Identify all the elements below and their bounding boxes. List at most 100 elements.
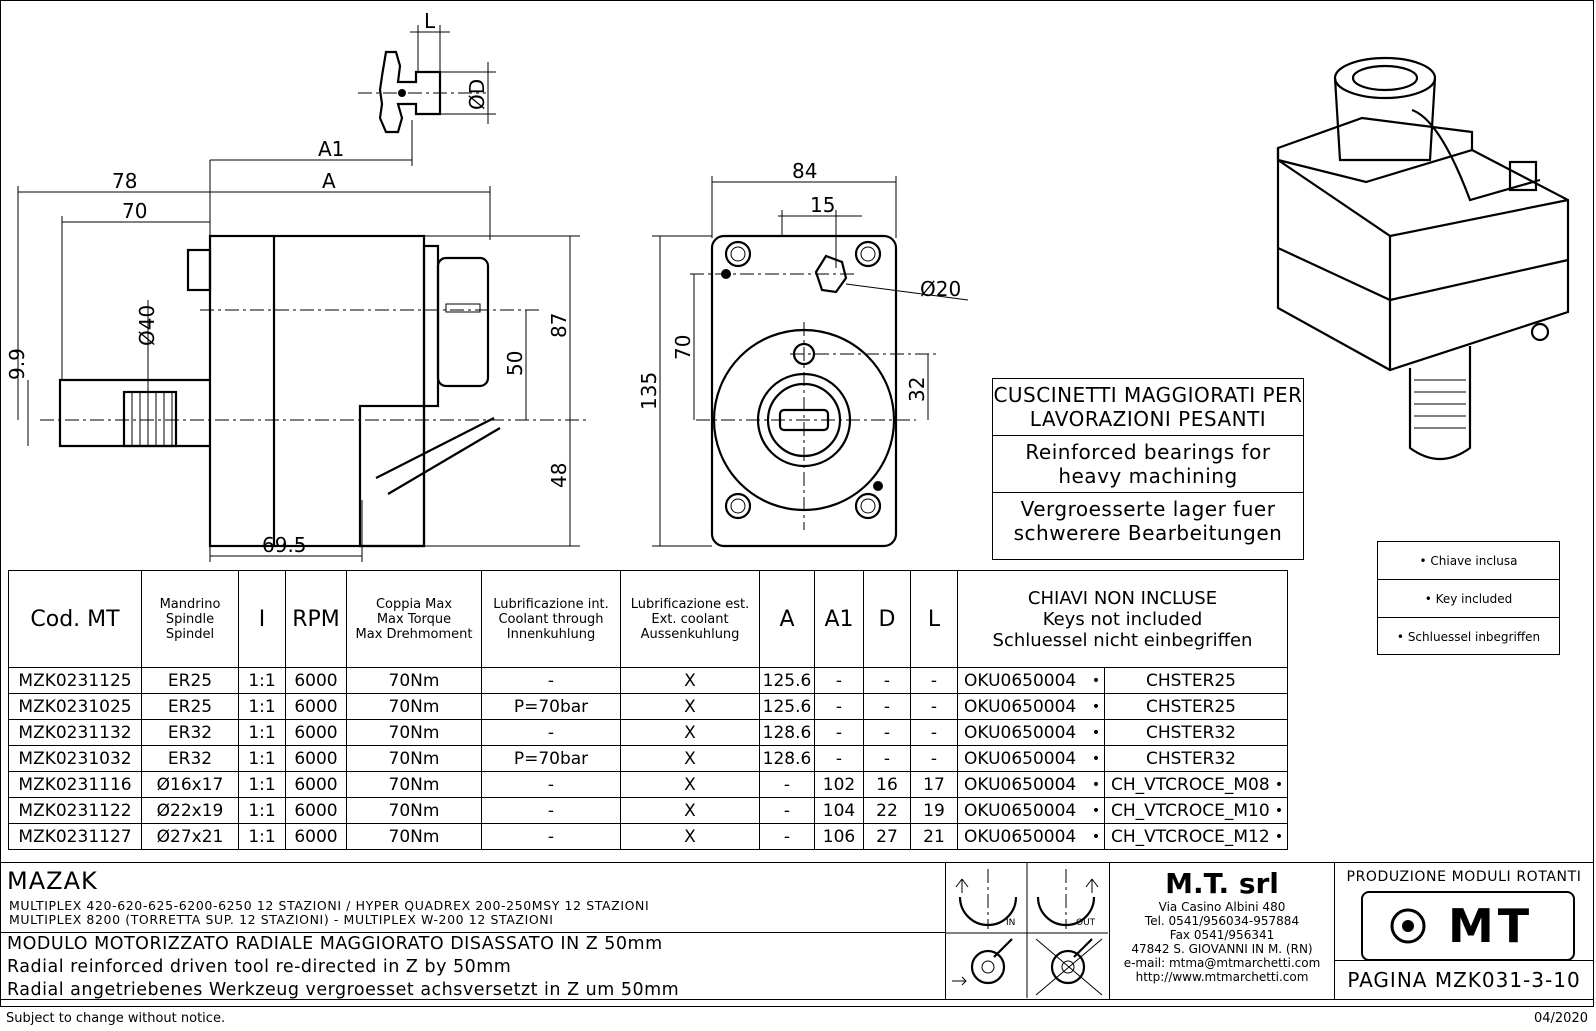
- cell-key2-included: [1271, 745, 1288, 772]
- svg-text:IN: IN: [1006, 918, 1015, 928]
- cell-key1-included: •: [1088, 823, 1105, 850]
- dim-A1: A1: [318, 137, 344, 161]
- cell-cod: MZK0231125: [8, 667, 142, 694]
- mount-in-icon: [952, 938, 1013, 986]
- cell-lub-int: -: [481, 771, 621, 798]
- legend-english: • Key included: [1378, 580, 1559, 618]
- cell-a: 128.6: [759, 719, 815, 746]
- cell-l: -: [910, 667, 958, 694]
- cell-lub-ext: X: [620, 719, 760, 746]
- legend-italian: • Chiave inclusa: [1378, 542, 1559, 580]
- dim-15: 15: [810, 193, 835, 217]
- cell-key1-included: •: [1088, 771, 1105, 798]
- cell-a: 128.6: [759, 745, 815, 772]
- cell-key2-included: [1271, 719, 1288, 746]
- cell-spindle: ER32: [141, 745, 239, 772]
- cell-key1: OKU0650004: [957, 771, 1088, 798]
- cell-d: 27: [863, 823, 911, 850]
- cell-a1: 102: [814, 771, 864, 798]
- cell-a: -: [759, 771, 815, 798]
- dim-135: 135: [637, 372, 661, 410]
- dim-32: 32: [905, 377, 929, 402]
- cell-spindle: ER25: [141, 693, 239, 720]
- cell-d: -: [863, 745, 911, 772]
- cell-i: 1:1: [238, 771, 286, 798]
- cell-a: -: [759, 823, 815, 850]
- cell-key1-included: •: [1088, 667, 1105, 694]
- cell-rpm: 6000: [285, 667, 347, 694]
- cell-torque: 70Nm: [346, 771, 482, 798]
- footer-notice: Subject to change without notice.: [6, 1011, 226, 1026]
- cell-a: -: [759, 797, 815, 824]
- cell-torque: 70Nm: [346, 745, 482, 772]
- production-heading: PRODUZIONE MODULI ROTANTI: [1346, 869, 1582, 885]
- cell-key2: CH_VTCROCE_M08: [1104, 771, 1271, 798]
- dim-D: ØD: [465, 79, 489, 110]
- cell-spindle: Ø16x17: [141, 771, 239, 798]
- mt-logo: MT: [1361, 891, 1575, 961]
- cell-cod: MZK0231132: [8, 719, 142, 746]
- cell-key2: CH_VTCROCE_M12: [1104, 823, 1271, 850]
- dim-9-9: 9.9: [5, 348, 29, 380]
- svg-text:MT: MT: [1448, 899, 1533, 953]
- cell-torque: 70Nm: [346, 797, 482, 824]
- header-a1: A1: [814, 570, 864, 668]
- cell-i: 1:1: [238, 823, 286, 850]
- cell-lub-ext: X: [620, 667, 760, 694]
- cell-key2-included: [1271, 693, 1288, 720]
- company-fax: Fax 0541/956341: [1169, 928, 1275, 942]
- header-rpm: RPM: [285, 570, 347, 668]
- cell-spindle: ER32: [141, 719, 239, 746]
- cell-spindle: ER25: [141, 667, 239, 694]
- front-view: 84 15 Ø20 135 70 32: [637, 159, 969, 548]
- cell-l: -: [910, 719, 958, 746]
- header-d: D: [863, 570, 911, 668]
- dim-87: 87: [547, 313, 571, 338]
- cell-d: 22: [863, 797, 911, 824]
- header-ratio: I: [238, 570, 286, 668]
- cell-torque: 70Nm: [346, 823, 482, 850]
- mt-logo-graphic: MT: [1390, 899, 1533, 953]
- drawing-frame: [0, 0, 1594, 1007]
- cell-i: 1:1: [238, 693, 286, 720]
- company-block: M.T. srl Via Casino Albini 480 Tel. 0541…: [1109, 862, 1335, 1000]
- cell-lub-ext: X: [620, 771, 760, 798]
- cell-l: 17: [910, 771, 958, 798]
- cell-lub-int: P=70bar: [481, 745, 621, 772]
- company-tel: Tel. 0541/956034-957884: [1144, 914, 1300, 928]
- cell-key2-included: [1271, 667, 1288, 694]
- cell-spindle: Ø22x19: [141, 797, 239, 824]
- cell-l: -: [910, 745, 958, 772]
- tool-detail-view: L ØD: [358, 9, 496, 134]
- cell-torque: 70Nm: [346, 667, 482, 694]
- rotation-diagram: IN OUT: [946, 863, 1108, 998]
- cell-a1: -: [814, 693, 864, 720]
- cell-a1: 104: [814, 797, 864, 824]
- cell-lub-ext: X: [620, 797, 760, 824]
- description: MODULO MOTORIZZATO RADIALE MAGGIORATO DI…: [1, 932, 945, 1002]
- technical-drawing: L ØD A1 A 78 70: [5, 9, 1570, 562]
- key-legend: • Chiave inclusa • Key included • Schlue…: [1377, 541, 1560, 655]
- cell-l: -: [910, 693, 958, 720]
- cell-key2-included: •: [1271, 797, 1288, 824]
- cell-key2-included: •: [1271, 771, 1288, 798]
- cell-key1: OKU0650004: [957, 693, 1088, 720]
- cell-key1: OKU0650004: [957, 667, 1088, 694]
- cell-d: 16: [863, 771, 911, 798]
- svg-text:OUT: OUT: [1076, 918, 1096, 928]
- cell-a1: 106: [814, 823, 864, 850]
- rotation-block: IN OUT: [945, 862, 1110, 1000]
- company-email[interactable]: e-mail: mtma@mtmarchetti.com: [1123, 956, 1321, 970]
- title-block-main: MAZAK MULTIPLEX 420-620-625-6200-6250 12…: [0, 862, 946, 1000]
- cell-key2-included: •: [1271, 823, 1288, 850]
- cell-a1: -: [814, 719, 864, 746]
- company-website[interactable]: http://www.mtmarchetti.com: [1135, 970, 1309, 984]
